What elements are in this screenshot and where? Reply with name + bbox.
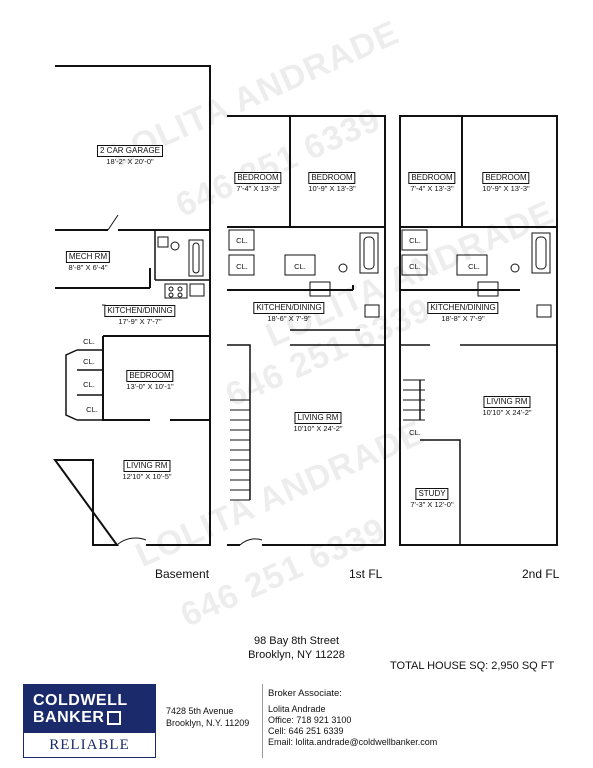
- room-name: MECH RM: [65, 251, 111, 263]
- coldwell-banker-logo: COLDWELL BANKER RELIABLE: [23, 684, 156, 758]
- room-name: LIVING RM: [294, 412, 342, 424]
- second-bedroom-a-label: BEDROOM 7'-4" X 13'-3": [408, 172, 456, 194]
- first-kitchen-label: KITCHEN/DINING 18'-6" X 7'-9": [253, 302, 325, 324]
- basement-garage-door: [107, 214, 119, 231]
- room-name: KITCHEN/DINING: [104, 305, 176, 317]
- basement-closets: [65, 349, 103, 421]
- basement-caption: Basement: [155, 567, 210, 581]
- room-name: LIVING RM: [123, 460, 171, 472]
- basement-bedroom-label: BEDROOM 13'-0" X 10'-1": [126, 370, 174, 392]
- first-outline: [227, 115, 386, 546]
- second-living-label: LIVING RM 10'10" X 24'-2": [482, 396, 532, 418]
- logo-line-1: COLDWELL: [33, 692, 128, 709]
- broker-name: Lolita Andrade: [268, 704, 326, 714]
- basement-bath-wall: [154, 230, 210, 281]
- footer-divider: [262, 684, 263, 758]
- room-dimensions: 13'-0" X 10'-1": [126, 382, 174, 391]
- room-dimensions: 7'-4" X 13'-3": [410, 184, 454, 193]
- broker-heading: Broker Associate:: [268, 688, 342, 699]
- first-kitchen-wall: [227, 285, 354, 291]
- closet-label: CL.: [468, 262, 480, 271]
- house-icon: [107, 710, 122, 725]
- room-name: BEDROOM: [482, 172, 530, 184]
- closet-label: CL.: [409, 262, 421, 271]
- second-bedroom-b-label: BEDROOM 10'-9" X 13'-3": [482, 172, 530, 194]
- room-dimensions: 10'-9" X 13'-3": [482, 184, 530, 193]
- second-study-label: STUDY 7'-3" X 12'-0": [410, 488, 454, 510]
- closet-label: CL.: [294, 262, 306, 271]
- basement-garage-label: 2 CAR GARAGE 18'-2" X 20'-0": [96, 145, 164, 167]
- room-name: STUDY: [415, 488, 449, 500]
- second-outline: [399, 115, 558, 546]
- second-bedroom-wall: [400, 116, 557, 228]
- office-address: 7428 5th Avenue Brooklyn, N.Y. 11209: [166, 705, 249, 729]
- room-dimensions: 10'10" X 24'-2": [293, 424, 343, 433]
- room-name: BEDROOM: [308, 172, 356, 184]
- broker-email[interactable]: Email: lolita.andrade@coldwellbanker.com: [268, 737, 438, 747]
- room-name: BEDROOM: [408, 172, 456, 184]
- room-dimensions: 18'-8" X 7'-9": [441, 314, 485, 323]
- closet-label: CL.: [83, 337, 95, 346]
- basement-outline: [53, 65, 211, 546]
- basement-living-label: LIVING RM 12'10" X 10'-5": [122, 460, 172, 482]
- room-name: KITCHEN/DINING: [253, 302, 325, 314]
- broker-office-phone: Office: 718 921 3100: [268, 715, 352, 725]
- first-bedroom-wall: [227, 116, 385, 228]
- first-bedroom-a-label: BEDROOM 7'-4" X 13'-3": [234, 172, 282, 194]
- address-street: 98 Bay 8th Street: [254, 635, 339, 647]
- room-name: LIVING RM: [483, 396, 531, 408]
- room-dimensions: 17'-9" X 7'-7": [118, 317, 162, 326]
- second-living-wall: [400, 344, 557, 545]
- office-line-2: Brooklyn, N.Y. 11209: [166, 718, 250, 728]
- room-dimensions: 18'-6" X 7'-9": [267, 314, 311, 323]
- room-dimensions: 10'10" X 24'-2": [482, 408, 532, 417]
- broker-cell-phone: Cell: 646 251 6339: [268, 726, 344, 736]
- closet-label: CL.: [236, 262, 248, 271]
- closet-label: CL.: [83, 380, 95, 389]
- logo-wordmark: COLDWELL BANKER: [24, 685, 155, 733]
- broker-contact: Broker Associate: Lolita Andrade Office:…: [268, 688, 437, 748]
- logo-line-2-text: BANKER: [33, 709, 105, 726]
- basement-mech-wall: [55, 268, 151, 289]
- first-stairs: [230, 399, 250, 501]
- second-floor-caption: 2nd FL: [522, 567, 560, 581]
- room-name: KITCHEN/DINING: [427, 302, 499, 314]
- closet-label: CL.: [409, 428, 421, 437]
- closet-label: CL.: [83, 357, 95, 366]
- basement-mech-label: MECH RM 8'-8" X 6'-4": [65, 251, 111, 273]
- room-name: BEDROOM: [126, 370, 174, 382]
- room-dimensions: 10'-9" X 13'-3": [308, 184, 356, 193]
- room-dimensions: 7'-3" X 12'-0": [410, 500, 454, 509]
- room-dimensions: 8'-8" X 6'-4": [68, 263, 108, 272]
- logo-line-2: BANKER: [33, 709, 155, 726]
- room-name: BEDROOM: [234, 172, 282, 184]
- first-floor-caption: 1st FL: [349, 567, 383, 581]
- second-kitchen-label: KITCHEN/DINING 18'-8" X 7'-9": [427, 302, 499, 324]
- office-line-1: 7428 5th Avenue: [166, 706, 234, 716]
- second-stairs: [403, 379, 425, 421]
- closet-label: CL.: [409, 236, 421, 245]
- logo-tagline: RELIABLE: [49, 737, 130, 753]
- first-bedroom-b-label: BEDROOM 10'-9" X 13'-3": [308, 172, 356, 194]
- floor-plan-drawing: [53, 65, 558, 546]
- room-dimensions: 7'-4" X 13'-3": [236, 184, 280, 193]
- total-square-footage: TOTAL HOUSE SQ: 2,950 SQ FT: [390, 660, 555, 672]
- first-living-wall: [227, 329, 385, 500]
- room-dimensions: 12'10" X 10'-5": [122, 472, 172, 481]
- closet-label: CL.: [236, 236, 248, 245]
- room-dimensions: 18'-2" X 20'-0": [106, 157, 154, 166]
- closet-label: CL.: [86, 405, 98, 414]
- room-name: 2 CAR GARAGE: [96, 145, 164, 157]
- address-city: Brooklyn, NY 11228: [248, 649, 345, 661]
- basement-kitchen-label: KITCHEN/DINING 17'-9" X 7'-7": [104, 305, 176, 327]
- first-living-label: LIVING RM 10'10" X 24'-2": [293, 412, 343, 434]
